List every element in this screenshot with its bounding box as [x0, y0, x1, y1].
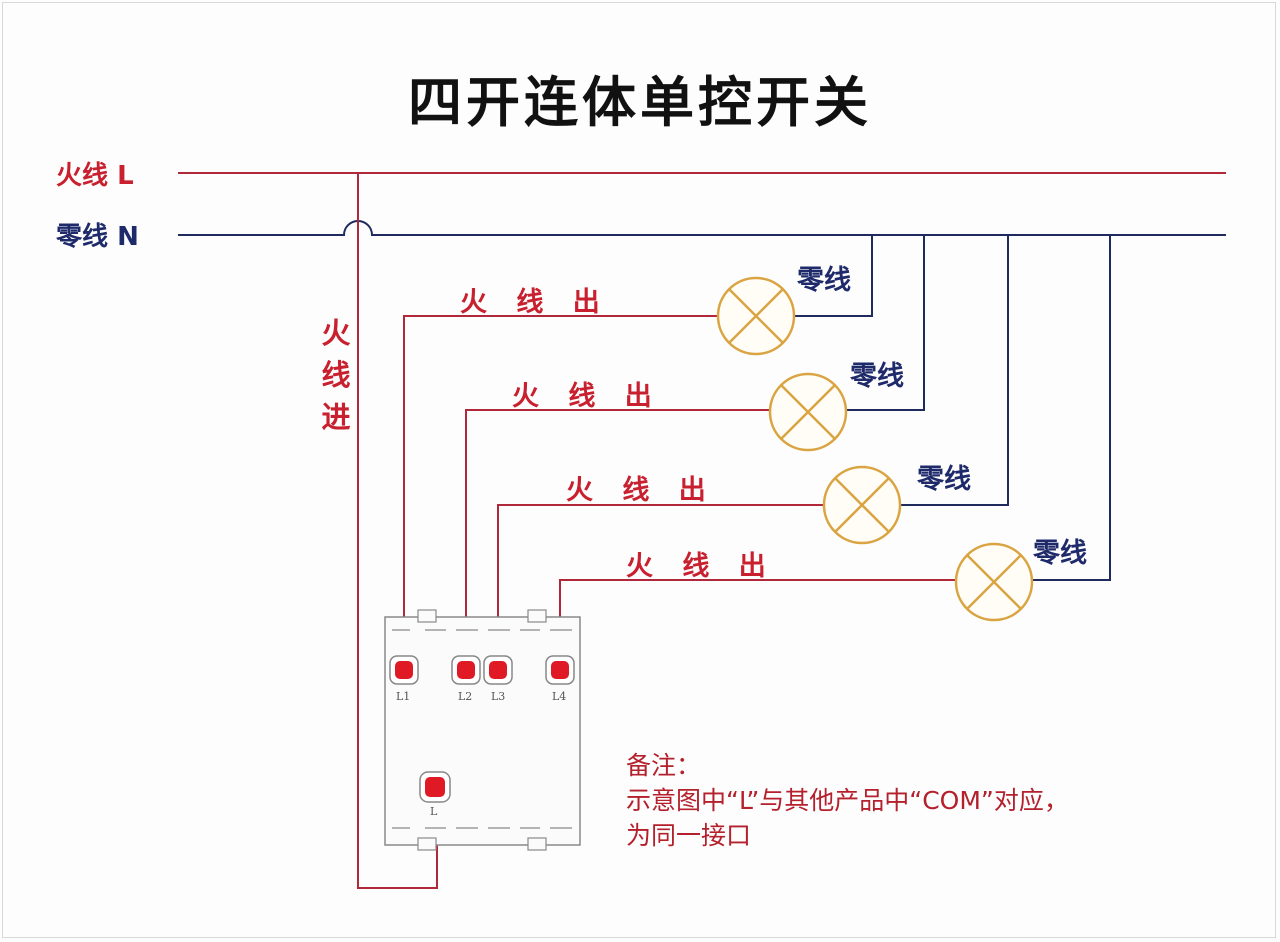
output-label-3: 火 线 出 — [566, 475, 716, 506]
lamp-icon — [954, 542, 1034, 622]
terminal-icon — [389, 655, 419, 685]
neutral-rail-label: 零线 N — [56, 222, 139, 252]
live-rail-label: 火线 L — [56, 161, 134, 191]
terminal-label: L3 — [491, 690, 506, 703]
neutral-wire-2 — [846, 235, 925, 411]
neutral-label-1: 零线 — [797, 265, 851, 296]
diagram-title: 四开连体单控开关 — [408, 71, 872, 134]
neutral-wire-3 — [900, 235, 1009, 506]
lamp-icon — [716, 276, 796, 356]
output-wire-1 — [403, 315, 718, 660]
output-label-1: 火 线 出 — [460, 287, 610, 318]
lamp-icon — [822, 465, 902, 545]
output-wire-4 — [559, 579, 956, 660]
terminal-icon — [545, 655, 575, 685]
output-wire-3 — [497, 504, 824, 660]
neutral-wire-1 — [794, 235, 873, 317]
output-label-4: 火 线 出 — [626, 551, 776, 582]
terminal-label: L — [430, 805, 438, 818]
note-line: 示意图中“L”与其他产品中“COM”对应， — [626, 786, 1069, 815]
neutral-label-2: 零线 — [850, 361, 904, 392]
terminal-icon — [451, 655, 481, 685]
lamp-icon — [768, 372, 848, 452]
switch-body — [384, 609, 581, 851]
terminal-icon — [483, 655, 513, 685]
neutral-label-3: 零线 — [917, 464, 971, 495]
note: 备注： 示意图中“L”与其他产品中“COM”对应， 为同一接口 — [626, 748, 1069, 853]
neutral-rail — [178, 220, 1226, 236]
note-line: 为同一接口 — [626, 821, 752, 850]
output-label-2: 火 线 出 — [512, 381, 662, 412]
note-heading: 备注： — [626, 751, 702, 780]
output-wire-2 — [465, 409, 770, 660]
terminal-label: L4 — [552, 690, 567, 703]
neutral-label-4: 零线 — [1033, 538, 1087, 569]
terminal-icon — [419, 771, 451, 803]
neutral-wire-4 — [1032, 235, 1111, 581]
terminal-label: L2 — [458, 690, 473, 703]
terminal-label: L1 — [396, 690, 411, 703]
live-in-label: 火 线 进 — [321, 316, 351, 434]
